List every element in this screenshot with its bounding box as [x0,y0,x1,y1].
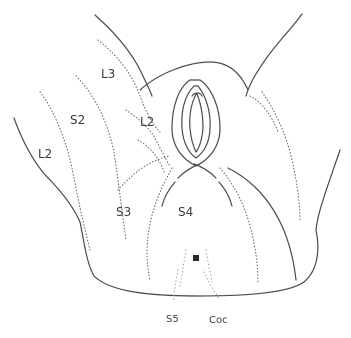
label-l3: L3 [101,67,115,81]
perineum-line-left [162,182,175,206]
right-thigh-outline [246,14,302,96]
anus-mark [193,255,199,261]
boundary-right-l2 [250,96,278,132]
boundary-anal-right [206,250,212,282]
boundary-s3-inner [138,140,164,172]
perineum-cross-right [194,164,216,178]
label-s3: S3 [116,205,131,219]
boundary-anal-left [180,250,186,286]
boundary-s3-s4 [147,168,172,280]
perineum-line-right [219,182,232,206]
labia-inner [190,94,203,152]
boundary-arch-dotted [118,156,170,190]
outer-body-outline [14,118,340,296]
label-coc: Coc [209,315,228,326]
label-l2-outer: L2 [38,147,52,161]
label-s5: S5 [166,314,179,325]
label-s2: S2 [70,113,85,127]
label-l2-inner: L2 [140,115,154,129]
boundary-s4-right [220,168,258,284]
label-s4: S4 [178,205,193,219]
right-inner-thigh-line [228,168,296,280]
labia-middle [182,86,210,158]
left-thigh-outline [95,15,152,96]
